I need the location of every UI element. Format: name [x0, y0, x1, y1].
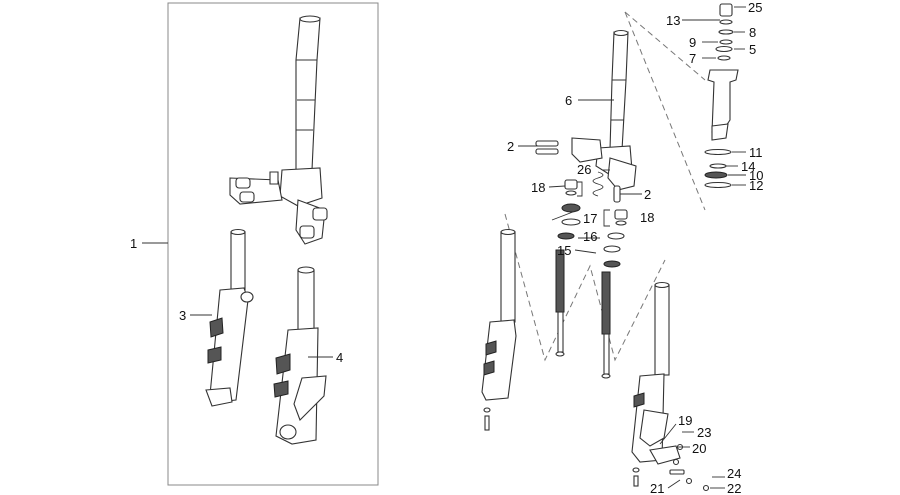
bolt-pair-upper — [535, 140, 559, 155]
callout-10: 10 — [749, 168, 763, 183]
fork-tube-left — [481, 228, 517, 431]
callout-1: 1 — [130, 236, 137, 251]
top-assembly — [704, 3, 739, 189]
callout-12: 12 — [749, 178, 763, 193]
callout-labels: 1 2 2 3 4 5 6 7 8 9 10 11 12 13 14 15 16… — [130, 0, 763, 495]
caliper-hardware — [669, 443, 710, 492]
callout-2-upper: 2 — [507, 139, 514, 154]
callout-6: 6 — [565, 93, 572, 108]
assembly-frame — [167, 2, 379, 486]
bolt-lower — [613, 185, 621, 203]
steering-stem-assembly — [229, 15, 328, 245]
fork-spring-left — [555, 249, 565, 357]
callout-19: 19 — [678, 413, 692, 428]
guide-line-stem-return — [624, 11, 706, 81]
leader-lines — [142, 6, 746, 489]
guide-line-stem — [624, 11, 706, 211]
fork-leg-right — [273, 266, 327, 445]
callout-11: 11 — [749, 145, 763, 160]
steering-stem — [571, 29, 637, 191]
seal-stack — [557, 203, 625, 268]
callout-15: 15 — [557, 243, 571, 258]
callout-9: 9 — [689, 35, 696, 50]
callout-18-right: 18 — [640, 210, 654, 225]
fork-spring-right — [601, 271, 611, 379]
callout-13: 13 — [666, 13, 680, 28]
callout-3: 3 — [179, 308, 186, 323]
callout-24: 24 — [727, 466, 741, 481]
guide-line-left-leg — [504, 213, 666, 362]
callout-8: 8 — [749, 25, 756, 40]
fork-tube-right — [631, 281, 681, 487]
callout-7: 7 — [689, 51, 696, 66]
callout-5: 5 — [749, 42, 756, 57]
callout-4: 4 — [336, 350, 343, 365]
callout-22: 22 — [727, 481, 741, 495]
bushings-right — [614, 209, 628, 226]
callout-23: 23 — [697, 425, 711, 440]
callout-17: 17 — [583, 211, 597, 226]
callout-18-left: 18 — [531, 180, 545, 195]
callout-20: 20 — [692, 441, 706, 456]
small-spring — [592, 171, 604, 197]
callout-14: 14 — [741, 159, 755, 174]
callout-16: 16 — [583, 229, 597, 244]
callout-2-lower: 2 — [644, 187, 651, 202]
callout-21: 21 — [650, 481, 664, 495]
callout-25: 25 — [748, 0, 762, 15]
fork-leg-left — [205, 228, 254, 407]
callout-26: 26 — [577, 162, 591, 177]
bushings-left — [564, 179, 578, 196]
